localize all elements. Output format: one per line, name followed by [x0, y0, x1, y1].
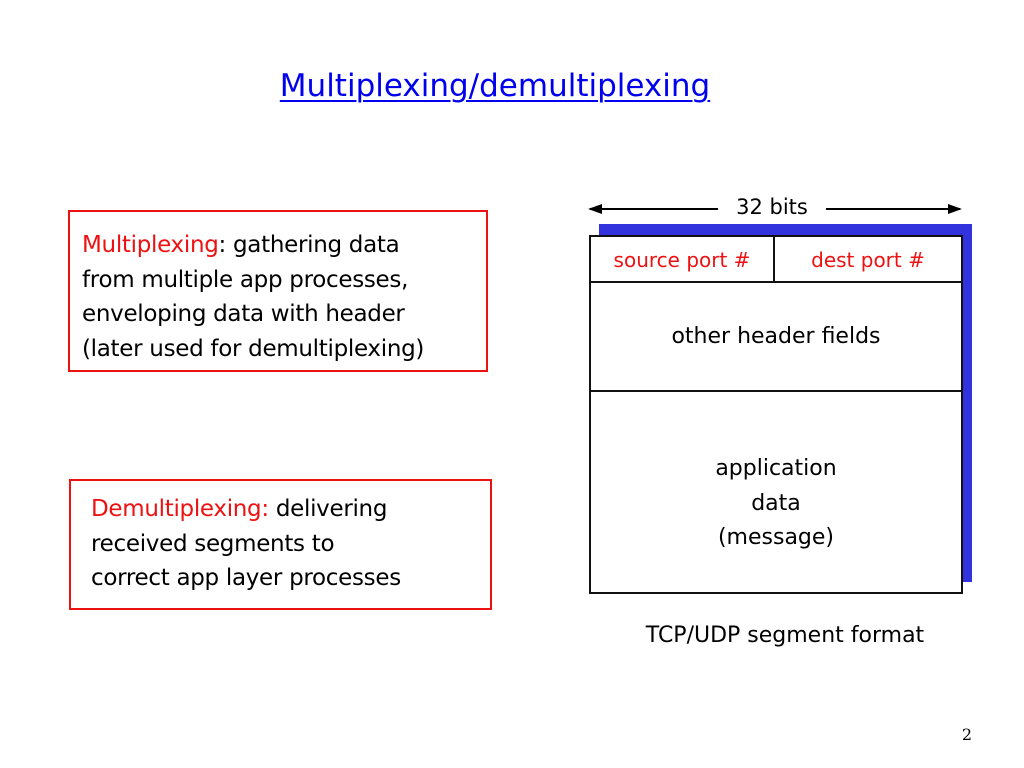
demultiplexing-keyword: Demultiplexing: [91, 496, 269, 522]
multiplexing-line-4: (later used for demultiplexing) [82, 335, 425, 362]
segment-format-box: source port # dest port # other header f… [589, 235, 963, 594]
app-data-line-3: (message) [717, 525, 835, 550]
multiplexing-line-1-rest: : gathering data [218, 232, 400, 258]
slide-title[interactable]: Multiplexing/demultiplexing [279, 68, 711, 104]
app-data-line-2: data [751, 490, 801, 516]
page-number: 2 [961, 725, 972, 744]
width-arrow-right-head [948, 204, 962, 214]
application-data-field: application data (message) [591, 392, 961, 592]
other-header-fields: other header fields [591, 283, 961, 392]
demultiplexing-line-1-rest: delivering [268, 496, 388, 522]
application-data-text: application data (message) [591, 452, 961, 556]
width-arrow-left-head [588, 204, 602, 214]
multiplexing-keyword: Multiplexing [82, 232, 219, 258]
multiplexing-line-2: from multiple app processes, [82, 266, 409, 293]
width-label: 32 bits [718, 194, 826, 220]
demultiplexing-line-3: correct app layer processes [91, 565, 401, 591]
dest-port-field: dest port # [811, 248, 925, 272]
port-fields-row: source port # dest port # [591, 237, 961, 283]
multiplexing-line-3: enveloping data with header [82, 301, 405, 327]
segment-caption: TCP/UDP segment format [645, 623, 925, 648]
multiplexing-line-1: Multiplexing: gathering data [82, 228, 486, 263]
demultiplexing-definition-box: Demultiplexing: delivering received segm… [69, 479, 492, 610]
demultiplexing-line-2: received segments to [91, 530, 335, 557]
source-port-field: source port # [591, 237, 775, 281]
multiplexing-definition-box: Multiplexing: gathering data from multip… [68, 210, 488, 372]
app-data-line-1: application [715, 456, 837, 481]
demultiplexing-line-1: Demultiplexing: delivering [91, 492, 490, 527]
